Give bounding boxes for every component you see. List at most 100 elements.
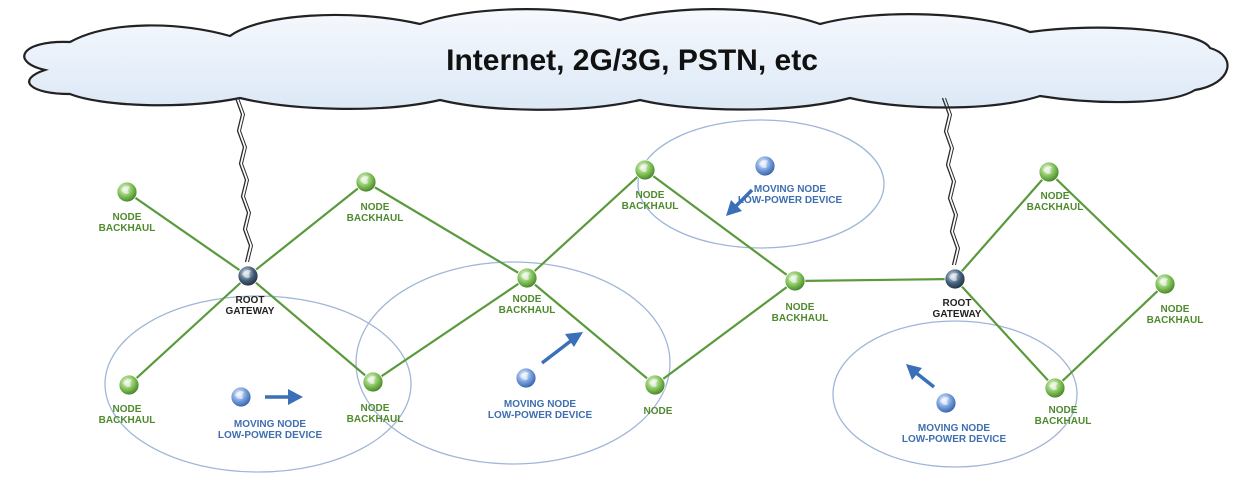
uplink-line [945,97,961,266]
coverage-zone [355,261,671,465]
globe-highlight [242,270,251,278]
node-label-line: BACKHAUL [99,415,156,426]
uplink-line [941,97,958,266]
globe-highlight [123,379,132,387]
node-label-line: NODE [361,202,390,213]
node-label-line: NODE [113,404,142,415]
node-label-line: ROOT [943,298,972,309]
node-layer: NODEBACKHAULNODEBACKHAULNODEBACKHAULNODE… [99,155,1204,445]
node-label-line: GATEWAY [933,309,982,320]
node-label-line: NODE [644,406,673,417]
node-label-line: BACKHAUL [1147,315,1204,326]
globe-highlight [789,275,798,283]
node-label-line: LOW-POWER DEVICE [738,195,843,206]
node-label-line: BACKHAUL [1027,202,1084,213]
link-layer [126,169,1166,389]
globe-highlight [940,397,949,405]
node-label-line: BACKHAUL [1035,416,1092,427]
motion-arrow-right [265,389,303,405]
motion-arrows [265,188,936,405]
backhaul-node: NODE [644,374,673,417]
globe-highlight [649,379,658,387]
node-label-line: MOVING NODE [754,184,827,195]
node-label-line: BACKHAUL [99,223,156,234]
node-label-line: BACKHAUL [622,201,679,212]
coverage-zones [104,119,1078,473]
globe-highlight [235,391,244,399]
motion-arrow-up-left [906,364,936,389]
globe-highlight [1049,382,1058,390]
node-label-line: NODE [1049,405,1078,416]
node-label-line: GATEWAY [226,306,275,317]
node-label-line: BACKHAUL [772,313,829,324]
network-link [954,278,1056,389]
network-link [526,277,656,386]
internet-cloud: Internet, 2G/3G, PSTN, etc [23,8,1229,111]
network-link [372,277,528,383]
globe-highlight [759,160,768,168]
network-link [247,275,374,383]
coverage-zone [104,295,412,473]
network-link [954,171,1050,280]
node-label-line: BACKHAUL [347,213,404,224]
network-link [247,181,367,277]
node-label-line: NODE [636,190,665,201]
cloud-shape [23,8,1229,111]
globe-highlight [121,186,130,194]
globe-highlight [639,164,648,172]
network-link [1054,283,1166,389]
cloud-label: Internet, 2G/3G, PSTN, etc [446,44,818,77]
globe-highlight [521,272,530,280]
coverage-zone [832,320,1078,468]
node-label-line: BACKHAUL [347,414,404,425]
motion-arrow-up-right [540,332,583,365]
globe-highlight [367,376,376,384]
node-label-line: ROOT [236,295,265,306]
globe-highlight [1159,278,1168,286]
node-label-line: LOW-POWER DEVICE [902,434,1007,445]
network-link [128,275,249,386]
network-link [794,277,956,283]
network-link [526,169,646,279]
node-label-line: MOVING NODE [918,423,991,434]
coverage-zone [637,119,885,249]
network-link [654,280,796,386]
globe-highlight [949,273,958,281]
node-label-line: NODE [113,212,142,223]
network-link [126,191,249,277]
node-label-line: MOVING NODE [234,419,307,430]
uplink-layer [234,97,961,266]
network-link [365,181,528,279]
globe-highlight [1043,166,1052,174]
globe-highlight [360,176,369,184]
uplink-line [234,97,251,263]
node-label-line: NODE [1161,304,1190,315]
node-label-line: MOVING NODE [504,399,577,410]
node-label-line: LOW-POWER DEVICE [488,410,593,421]
node-label-line: BACKHAUL [499,305,556,316]
node-label-line: NODE [1041,191,1070,202]
uplink-line [238,97,254,263]
globe-highlight [520,372,529,380]
motion-arrow-down-left [726,188,754,216]
node-label-line: NODE [513,294,542,305]
network-link [1048,171,1166,285]
network-link [644,169,796,282]
node-label-line: LOW-POWER DEVICE [218,430,323,441]
node-label-line: NODE [786,302,815,313]
